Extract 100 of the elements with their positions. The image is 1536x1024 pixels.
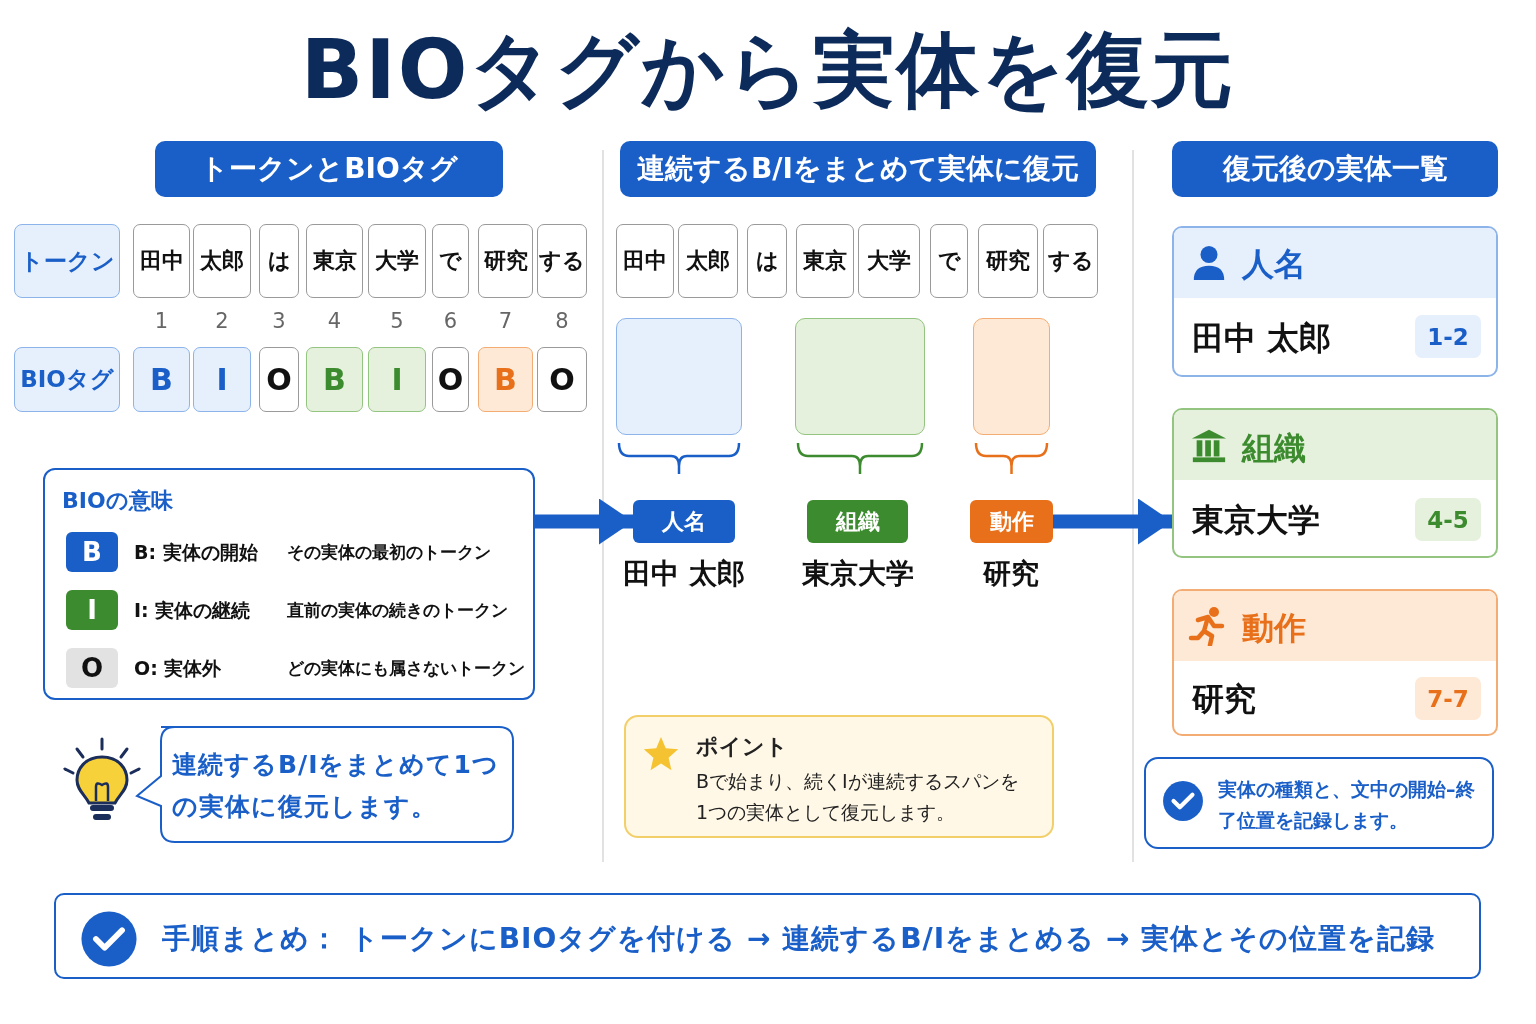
token-box — [678, 224, 738, 298]
tag-box — [368, 347, 426, 412]
token-box — [193, 224, 251, 298]
tag-letter: B — [82, 537, 102, 567]
position-number: 1 — [153, 308, 170, 335]
tag-meaning: I: 実体の継続 — [134, 598, 252, 623]
tag-badge — [66, 648, 118, 688]
span-range-badge — [1415, 498, 1481, 541]
tag-box — [432, 347, 469, 412]
tag-letter: O — [549, 362, 575, 397]
entity-type-pill — [970, 500, 1053, 543]
row-label: トークン — [19, 246, 115, 276]
token-box — [133, 224, 190, 298]
tag-badge — [66, 532, 118, 572]
section-header-box — [620, 141, 1096, 197]
row-label-box — [14, 224, 120, 298]
token-text: 大学 — [867, 247, 911, 275]
span-range: 7-7 — [1427, 685, 1469, 712]
span-range: 4-5 — [1427, 506, 1469, 533]
tag-meaning: O: 実体外 — [134, 656, 223, 681]
token-box — [537, 224, 587, 298]
token-text: で — [937, 247, 961, 275]
token-box — [368, 224, 426, 298]
summary-bar — [54, 893, 1481, 979]
token-text: する — [539, 247, 585, 275]
position-number: 5 — [389, 308, 405, 335]
page-title: BIOタグから実体を復元 — [299, 22, 1237, 118]
span-box — [616, 318, 742, 435]
tag-letter: B — [323, 362, 346, 397]
tag-box — [306, 347, 363, 412]
span-range: 1-2 — [1427, 323, 1469, 350]
panel-title: BIOの意味 — [62, 487, 174, 515]
tag-description: どの実体にも属さないトークン — [287, 657, 526, 680]
entity-card — [1172, 408, 1498, 558]
token-text: する — [1047, 247, 1094, 275]
entity-card — [1172, 226, 1498, 377]
position-number: 2 — [214, 308, 230, 335]
token-text: 研究 — [483, 247, 528, 275]
entity-text: 田中 太郎 — [622, 556, 746, 592]
section-title: 連続するB/Iをまとめて実体に復元 — [637, 151, 1079, 187]
span-box — [795, 318, 925, 435]
token-box — [796, 224, 854, 298]
tag-box — [478, 347, 533, 412]
token-text: で — [439, 247, 462, 275]
token-box — [616, 224, 674, 298]
tag-letter: I — [391, 362, 403, 397]
tag-badge — [66, 590, 118, 630]
entity-type-pill — [807, 500, 908, 543]
note-text: 実体の種類と、文中の開始–終了位置を記録します。 — [1218, 777, 1476, 833]
tag-letter: O — [437, 362, 464, 397]
note-box — [1144, 757, 1494, 849]
entity-text: 東京大学 — [801, 556, 915, 592]
tag-letter: B — [494, 362, 517, 397]
tag-letter: O — [266, 362, 292, 397]
span-range-badge — [1415, 677, 1481, 720]
entity-type-label: 人名 — [662, 507, 706, 536]
entity-type-label: 組織 — [835, 507, 880, 536]
token-box — [259, 224, 299, 298]
callout-text: 連続するB/Iをまとめて1つの実体に復元します。 — [172, 749, 500, 823]
entity-name: 東京大学 — [1192, 500, 1321, 541]
token-text: 東京 — [803, 247, 847, 275]
note-text: Bで始まり、続くIが連続するスパンを1つの実体として復元します。 — [696, 769, 1020, 825]
speech-bubble — [135, 726, 515, 844]
tag-letter: B — [150, 362, 173, 397]
tag-description: 直前の実体の続きのトークン — [287, 599, 509, 622]
position-number: 7 — [497, 308, 514, 335]
token-text: 太郎 — [200, 247, 244, 275]
section-title: 復元後の実体一覧 — [1222, 151, 1448, 187]
position-number: 6 — [442, 308, 459, 335]
entity-type-label: 動作 — [989, 507, 1034, 536]
position-number: 3 — [271, 308, 287, 335]
entity-name: 研究 — [1192, 679, 1257, 720]
note-heading: ポイント — [696, 733, 789, 761]
tag-letter: I — [87, 595, 97, 625]
token-box — [747, 224, 787, 298]
tag-box — [133, 347, 190, 412]
summary-text: 手順まとめ： トークンにBIOタグを付ける → 連続するB/Iをまとめる → 実体とその位置を記録 — [162, 921, 1437, 957]
entity-card — [1172, 589, 1498, 736]
token-text: は — [755, 247, 779, 275]
tag-box — [259, 347, 299, 412]
tag-box — [193, 347, 251, 412]
token-box — [432, 224, 469, 298]
arrow — [535, 498, 633, 545]
entity-type-pill — [633, 500, 735, 543]
token-text: 研究 — [986, 247, 1030, 275]
token-box — [930, 224, 968, 298]
tag-meaning: B: 実体の開始 — [134, 540, 259, 565]
token-box — [978, 224, 1038, 298]
span-range-badge — [1415, 315, 1481, 358]
tag-letter: O — [80, 653, 104, 683]
legend-panel — [43, 468, 535, 700]
position-number: 8 — [554, 308, 570, 335]
tag-box — [537, 347, 587, 412]
token-box — [478, 224, 533, 298]
arrow — [1053, 498, 1172, 545]
token-text: 大学 — [375, 247, 419, 275]
row-label: BIOタグ — [20, 365, 114, 394]
position-number: 4 — [326, 308, 343, 335]
section-header-box — [155, 141, 503, 197]
tag-letter: I — [216, 362, 228, 397]
